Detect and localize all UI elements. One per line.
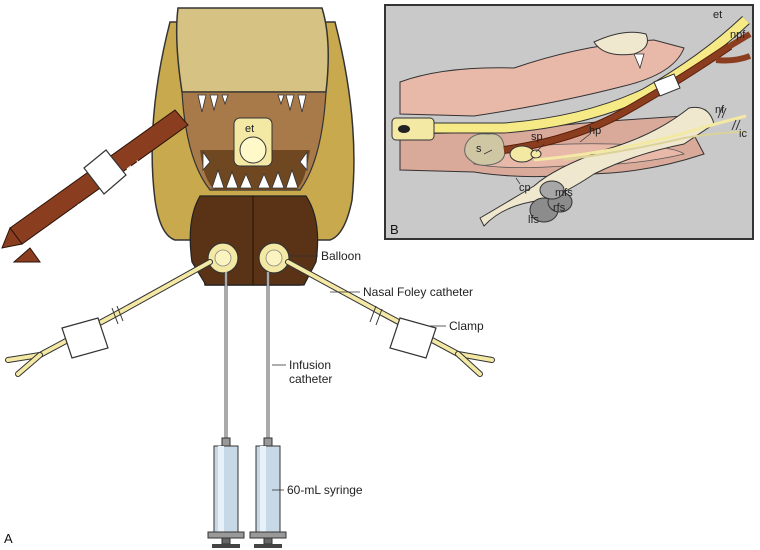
balloon-label: Balloon — [321, 249, 362, 263]
b-label-cp: cp — [519, 182, 531, 194]
infusion-label-2: catheter — [289, 372, 333, 386]
b-label-ic: ic — [739, 128, 747, 140]
syringe-right — [249, 437, 287, 548]
nasal-region — [189, 195, 319, 286]
lower-teeth — [202, 150, 308, 189]
infusion-label-1: Infusion — [289, 358, 332, 372]
clamp-left — [61, 317, 109, 359]
syringe-left — [207, 437, 245, 548]
clamp-label: Clamp — [449, 319, 484, 333]
panel-b — [384, 4, 754, 240]
b-label-sp: sp — [531, 131, 543, 143]
b-label-et: et — [713, 9, 723, 21]
b-label-hp: hp — [589, 125, 602, 137]
clamp-pharyngeal — [83, 149, 127, 195]
b-label-nf: nf — [715, 104, 725, 116]
b-label-rfs: rfs — [553, 202, 566, 214]
syringe-label: 60-mL syringe — [287, 483, 363, 497]
b-label-npf: npf — [730, 29, 746, 41]
et-tube-lumen — [239, 136, 267, 164]
upper-teeth — [197, 94, 307, 113]
panel-b-letter: B — [390, 222, 399, 237]
b-label-mfs: mfs — [555, 187, 573, 199]
upper-muzzle — [175, 7, 329, 93]
clamp-right — [389, 317, 437, 359]
et-label-a: et — [245, 123, 255, 135]
mouth-shading — [200, 150, 310, 190]
nasal-foley-label: Nasal Foley catheter — [363, 285, 474, 299]
panel-a-letter: A — [4, 531, 13, 546]
panel-b-drawing — [391, 16, 752, 227]
b-label-lfs: lfs — [528, 214, 539, 226]
b-label-s: s — [476, 143, 482, 155]
